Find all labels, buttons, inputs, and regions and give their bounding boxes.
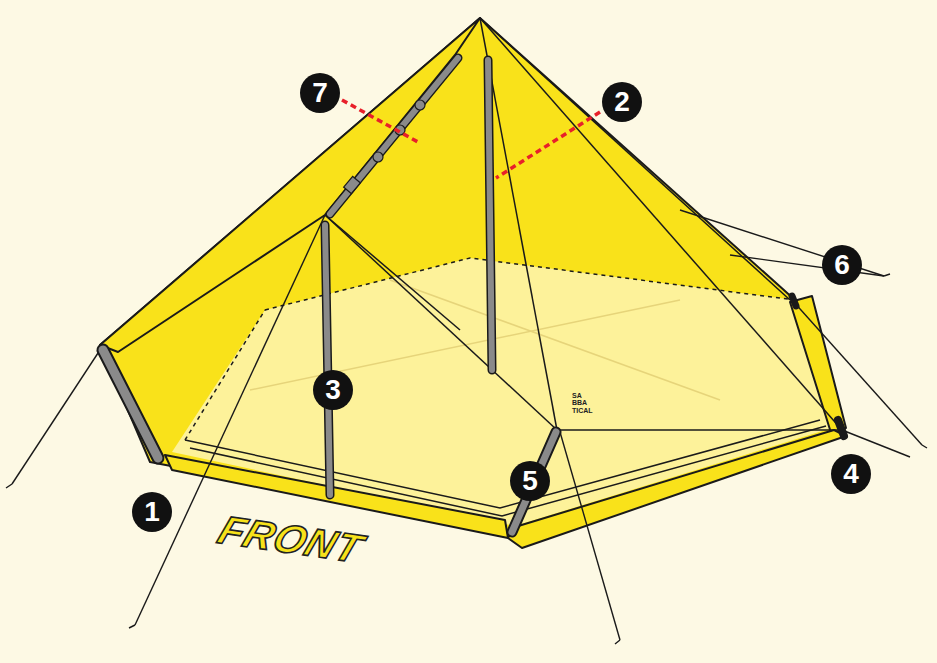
front-label: FRONT bbox=[212, 508, 369, 571]
callout-number: 3 bbox=[313, 370, 353, 410]
guy-lines bbox=[6, 210, 927, 644]
tent-body bbox=[100, 18, 846, 548]
tent-poles bbox=[103, 60, 844, 532]
logo-text: SA BBA TICAL bbox=[572, 392, 596, 414]
callout-number: 5 bbox=[510, 461, 550, 501]
callout-number: 6 bbox=[822, 245, 862, 285]
floor-outline bbox=[185, 258, 826, 516]
callout-number: 4 bbox=[831, 454, 871, 494]
seam-lines bbox=[325, 18, 842, 430]
callout-number: 1 bbox=[132, 492, 172, 532]
callout-number: 2 bbox=[602, 82, 642, 122]
callout-number: 7 bbox=[300, 73, 340, 113]
leader-lines bbox=[342, 100, 600, 178]
zipper-rod bbox=[330, 58, 458, 214]
